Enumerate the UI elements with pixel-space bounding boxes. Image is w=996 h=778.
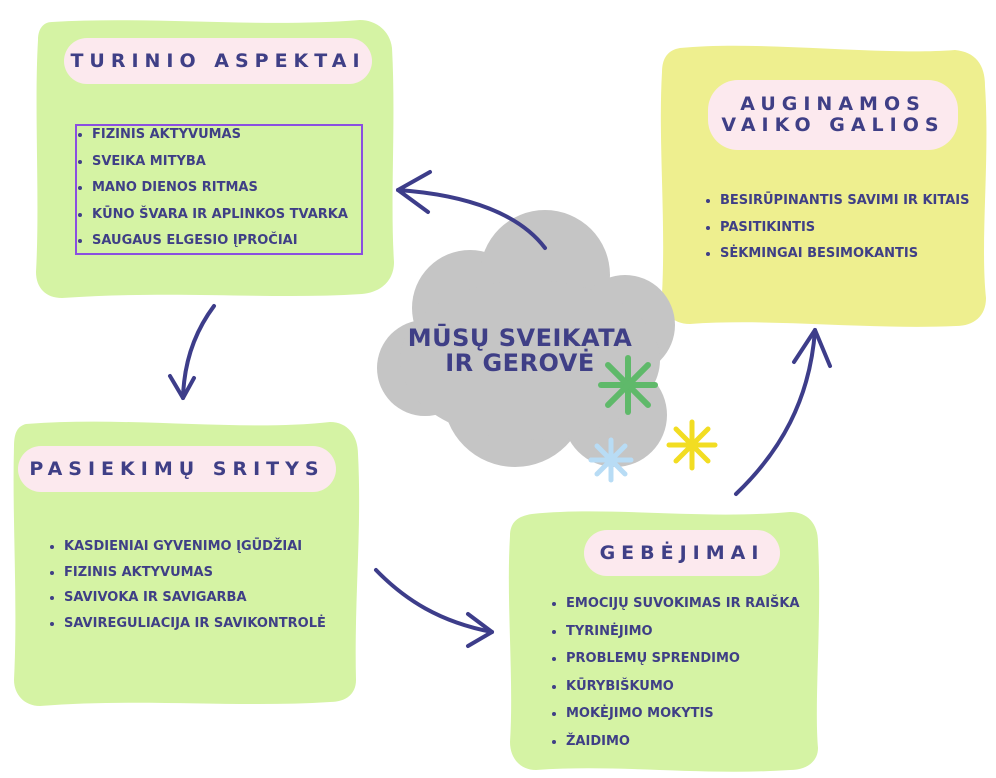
center-title-line2: IR GEROVĖ <box>445 349 595 377</box>
pasiekimu-box-shape <box>13 421 360 706</box>
arrow-to-pasiekimu <box>168 304 216 400</box>
list-item: KŪNO ŠVARA IR APLINKOS TVARKA <box>92 202 348 229</box>
cloud-shape <box>377 210 675 467</box>
arrow-to-turinio <box>396 170 547 250</box>
galios-list: BESIRŪPINANTIS SAVIMI IR KITAIS PASITIKI… <box>692 188 969 268</box>
list-item: FIZINIS AKTYVUMAS <box>92 122 348 149</box>
gebejimai-title: GEBĖJIMAI <box>599 541 765 564</box>
list-item: TYRINĖJIMO <box>566 618 800 646</box>
blue-star-icon <box>588 437 634 483</box>
list-item: MANO DIENOS RITMAS <box>92 175 348 202</box>
list-item: BESIRŪPINANTIS SAVIMI IR KITAIS <box>720 188 969 215</box>
list-item: SAVIREGULIACIJA IR SAVIKONTROLĖ <box>64 611 326 637</box>
list-item: KŪRYBIŠKUMO <box>566 673 800 701</box>
pasiekimu-title: PASIEKIMŲ SRITYS <box>29 457 325 480</box>
turinio-title: TURINIO ASPEKTAI <box>70 49 366 72</box>
gebejimai-box-shape <box>508 511 820 772</box>
yellow-star-icon <box>666 419 718 471</box>
list-item: KASDIENIAI GYVENIMO ĮGŪDŽIAI <box>64 534 326 560</box>
galios-title-line1: AUGINAMOS <box>740 93 926 115</box>
list-item: FIZINIS AKTYVUMAS <box>64 560 326 586</box>
list-item: SVEIKA MITYBA <box>92 149 348 176</box>
list-item: PASITIKINTIS <box>720 215 969 242</box>
pasiekimu-title-pill: PASIEKIMŲ SRITYS <box>18 446 336 492</box>
center-title-line1: MŪSŲ SVEIKATA <box>407 324 633 352</box>
galios-title-pill: AUGINAMOS VAIKO GALIOS <box>708 80 958 150</box>
arrow-to-galios <box>734 328 832 496</box>
list-item: SAUGAUS ELGESIO ĮPROČIAI <box>92 228 348 255</box>
pasiekimu-list: KASDIENIAI GYVENIMO ĮGŪDŽIAI FIZINIS AKT… <box>36 534 326 636</box>
turinio-title-pill: TURINIO ASPEKTAI <box>64 38 372 84</box>
galios-title-line2: VAIKO GALIOS <box>721 114 945 136</box>
turinio-box-shape <box>36 20 394 298</box>
list-item: ŽAIDIMO <box>566 728 800 756</box>
arrow-to-gebejimai <box>374 568 494 648</box>
turinio-highlight-frame <box>75 124 363 255</box>
gebejimai-list: EMOCIJŲ SUVOKIMAS IR RAIŠKA TYRINĖJIMO P… <box>538 590 800 755</box>
list-item: EMOCIJŲ SUVOKIMAS IR RAIŠKA <box>566 590 800 618</box>
list-item: PROBLEMŲ SPRENDIMO <box>566 645 800 673</box>
gebejimai-title-pill: GEBĖJIMAI <box>584 530 780 576</box>
list-item: SAVIVOKA IR SAVIGARBA <box>64 585 326 611</box>
center-title: MŪSŲ SVEIKATA IR GEROVĖ <box>400 326 640 376</box>
list-item: MOKĖJIMO MOKYTIS <box>566 700 800 728</box>
turinio-list: FIZINIS AKTYVUMAS SVEIKA MITYBA MANO DIE… <box>64 122 348 255</box>
list-item: SĖKMINGAI BESIMOKANTIS <box>720 241 969 268</box>
green-star-icon <box>598 355 658 415</box>
